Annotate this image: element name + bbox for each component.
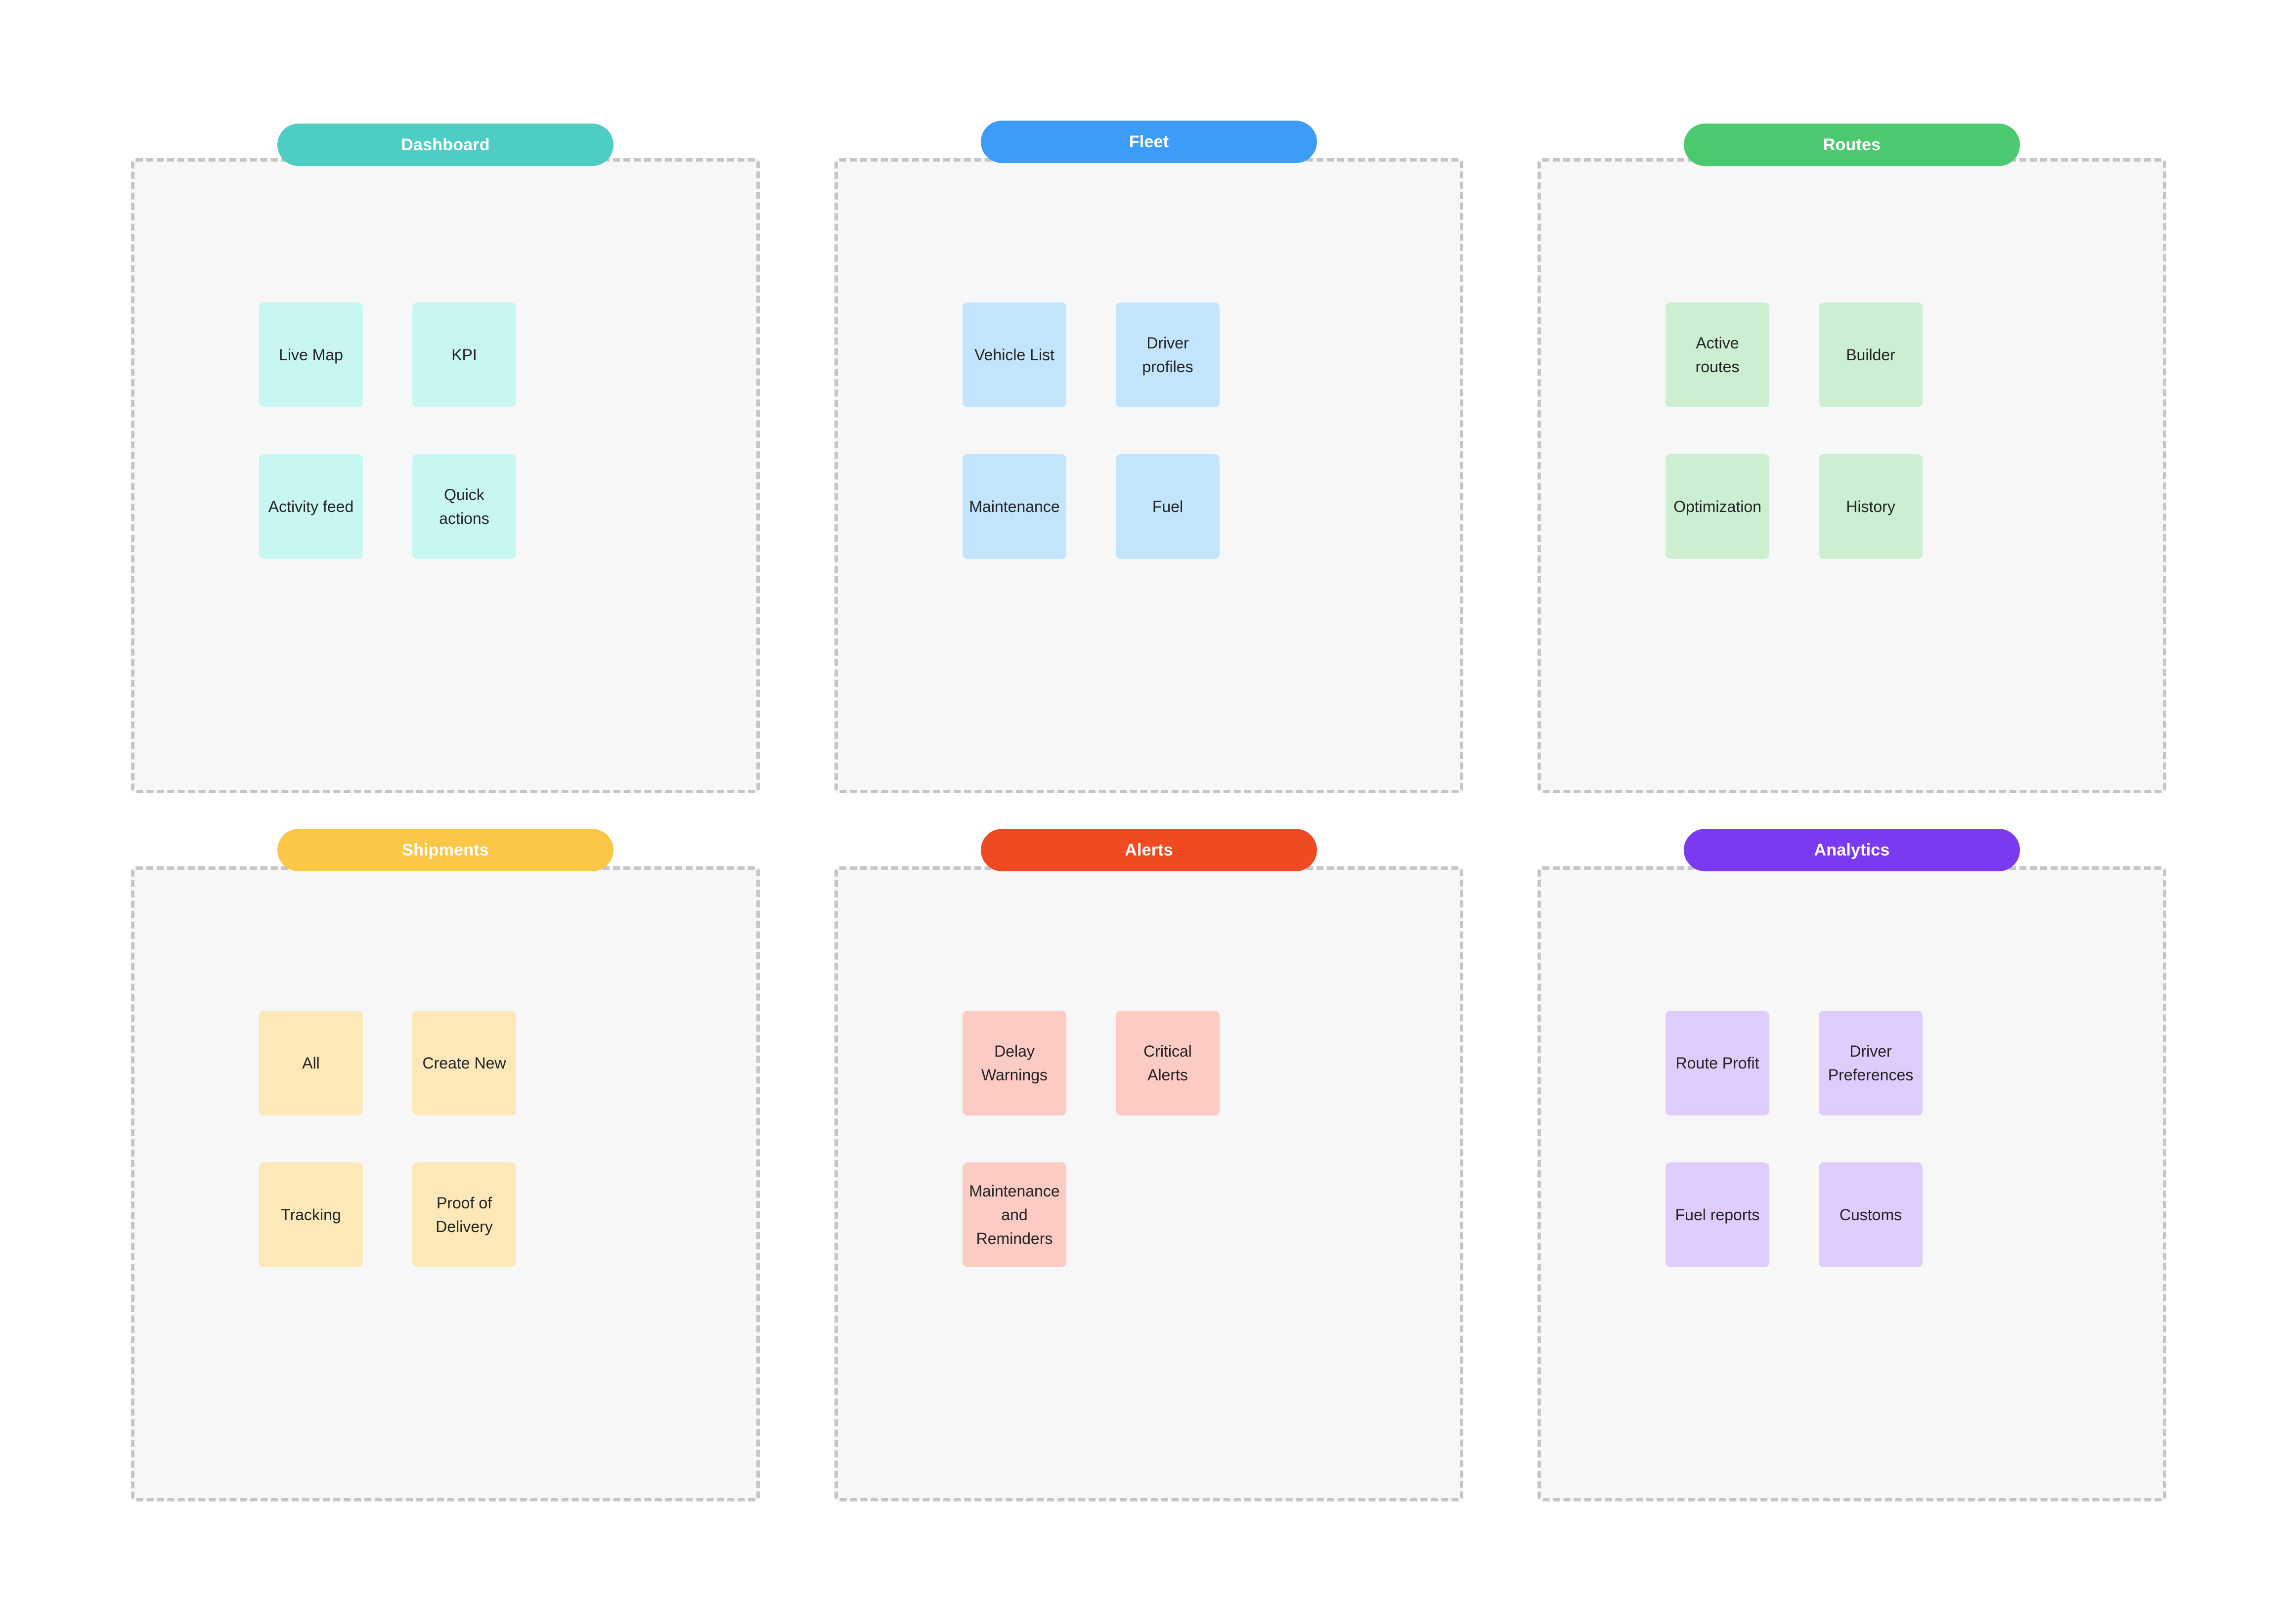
card-placeholder (1116, 1162, 1220, 1267)
section-header-fleet[interactable]: Fleet (981, 121, 1317, 163)
card-optimization[interactable]: Optimization (1666, 454, 1769, 559)
card-customs[interactable]: Customs (1819, 1162, 1923, 1267)
card-activity-feed[interactable]: Activity feed (259, 454, 363, 559)
card-route-profit[interactable]: Route Profit (1666, 1011, 1769, 1115)
card-critical-alerts[interactable]: Critical Alerts (1116, 1011, 1220, 1115)
card-maintenance-and-reminders[interactable]: Maintenance and Reminders (963, 1162, 1066, 1267)
card-tracking[interactable]: Tracking (259, 1162, 363, 1267)
card-builder[interactable]: Builder (1819, 302, 1923, 407)
card-all[interactable]: All (259, 1011, 363, 1115)
card-maintenance[interactable]: Maintenance (963, 454, 1066, 559)
card-driver-preferences[interactable]: Driver Preferences (1819, 1011, 1923, 1115)
card-driver-profiles[interactable]: Driver profiles (1116, 302, 1220, 407)
card-vehicle-list[interactable]: Vehicle List (963, 302, 1066, 407)
card-delay-warnings[interactable]: Delay Warnings (963, 1011, 1066, 1115)
section-header-dashboard[interactable]: Dashboard (277, 124, 614, 166)
card-quick-actions[interactable]: Quick actions (412, 454, 516, 559)
section-container-dashboard: Live Map KPI Activity feed Quick actions (131, 158, 760, 793)
section-header-alerts[interactable]: Alerts (981, 829, 1317, 871)
card-fuel-reports[interactable]: Fuel reports (1666, 1162, 1769, 1267)
card-active-routes[interactable]: Active routes (1666, 302, 1769, 407)
card-kpi[interactable]: KPI (412, 302, 516, 407)
section-header-routes[interactable]: Routes (1684, 124, 2020, 166)
section-header-analytics[interactable]: Analytics (1684, 829, 2020, 871)
card-grid-dashboard: Live Map KPI Activity feed Quick actions (259, 302, 516, 559)
card-create-new[interactable]: Create New (412, 1011, 516, 1115)
card-history[interactable]: History (1819, 454, 1923, 559)
card-proof-of-delivery[interactable]: Proof of Delivery (412, 1162, 516, 1267)
card-fuel[interactable]: Fuel (1116, 454, 1220, 559)
section-header-shipments[interactable]: Shipments (277, 829, 614, 871)
card-live-map[interactable]: Live Map (259, 302, 363, 407)
section-dashboard: Live Map KPI Activity feed Quick actions Das… (131, 124, 760, 793)
